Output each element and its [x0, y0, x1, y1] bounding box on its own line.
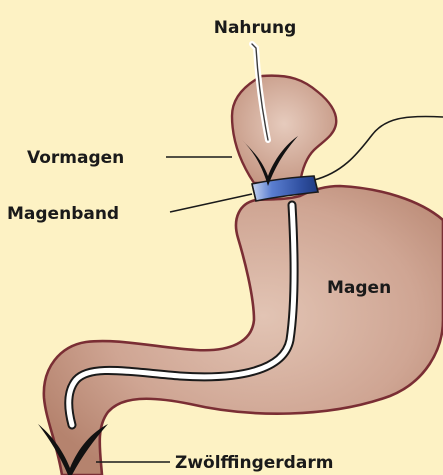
label-duodenum: Zwölffingerdarm [175, 453, 333, 473]
stomach-shape [44, 186, 443, 475]
label-gastric-band: Magenband [7, 204, 119, 224]
label-stomach: Magen [327, 278, 391, 298]
label-food: Nahrung [214, 18, 297, 38]
label-forestomach: Vormagen [27, 148, 124, 168]
forestomach-shape [232, 76, 336, 183]
